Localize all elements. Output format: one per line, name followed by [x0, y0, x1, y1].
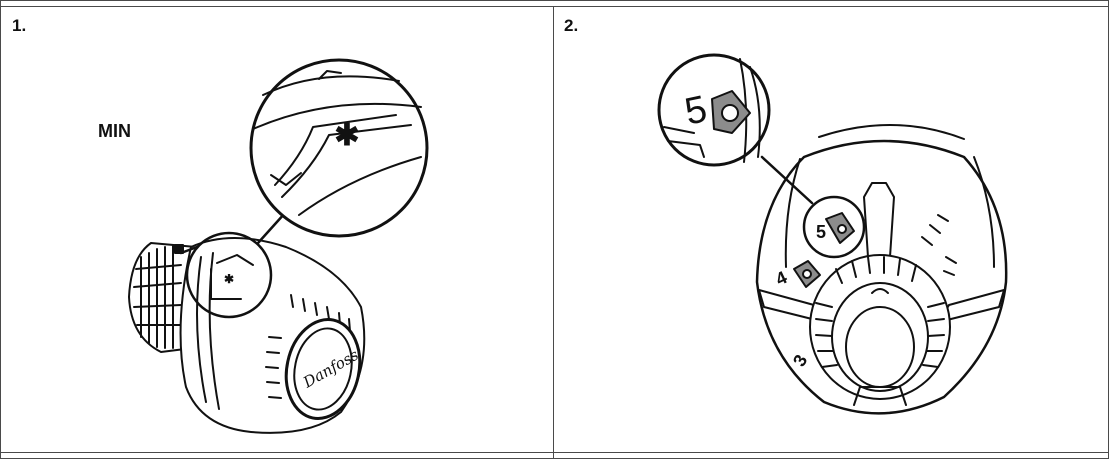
bottom-rule: [0, 452, 1109, 453]
step-number-1: 1.: [12, 16, 27, 35]
zoom-callout-2: 5: [657, 53, 771, 167]
panel-step-2: 2. 5 4 3: [554, 7, 1108, 452]
thermostat-min-illustration: Danfoss ✱ ✱: [128, 58, 429, 434]
mounting-clip: [758, 182, 1005, 323]
step-number-2: 2.: [564, 16, 579, 35]
frost-protection-star: ✱: [334, 119, 359, 152]
top-rule: [0, 6, 1109, 7]
indicator-nub: [174, 244, 184, 254]
detail-marker-circle-2: [802, 195, 866, 259]
detail-marker-circle: [185, 231, 273, 319]
knurled-ring: [809, 254, 951, 406]
thermostat-dial-illustration: 5 4 3 5: [657, 53, 1008, 415]
logo-disc: Danfoss: [284, 318, 362, 420]
scale-number-5: 5: [816, 222, 826, 242]
callout-connector-2: [760, 155, 814, 205]
panel-divider: [553, 6, 554, 459]
min-setting-label: MIN: [98, 121, 131, 141]
callout-connector: [256, 211, 287, 245]
zoom-callout: ✱: [249, 58, 429, 238]
panel-step-1: 1. MIN Danfoss ✱: [1, 7, 553, 452]
small-star-mark: ✱: [224, 272, 234, 286]
